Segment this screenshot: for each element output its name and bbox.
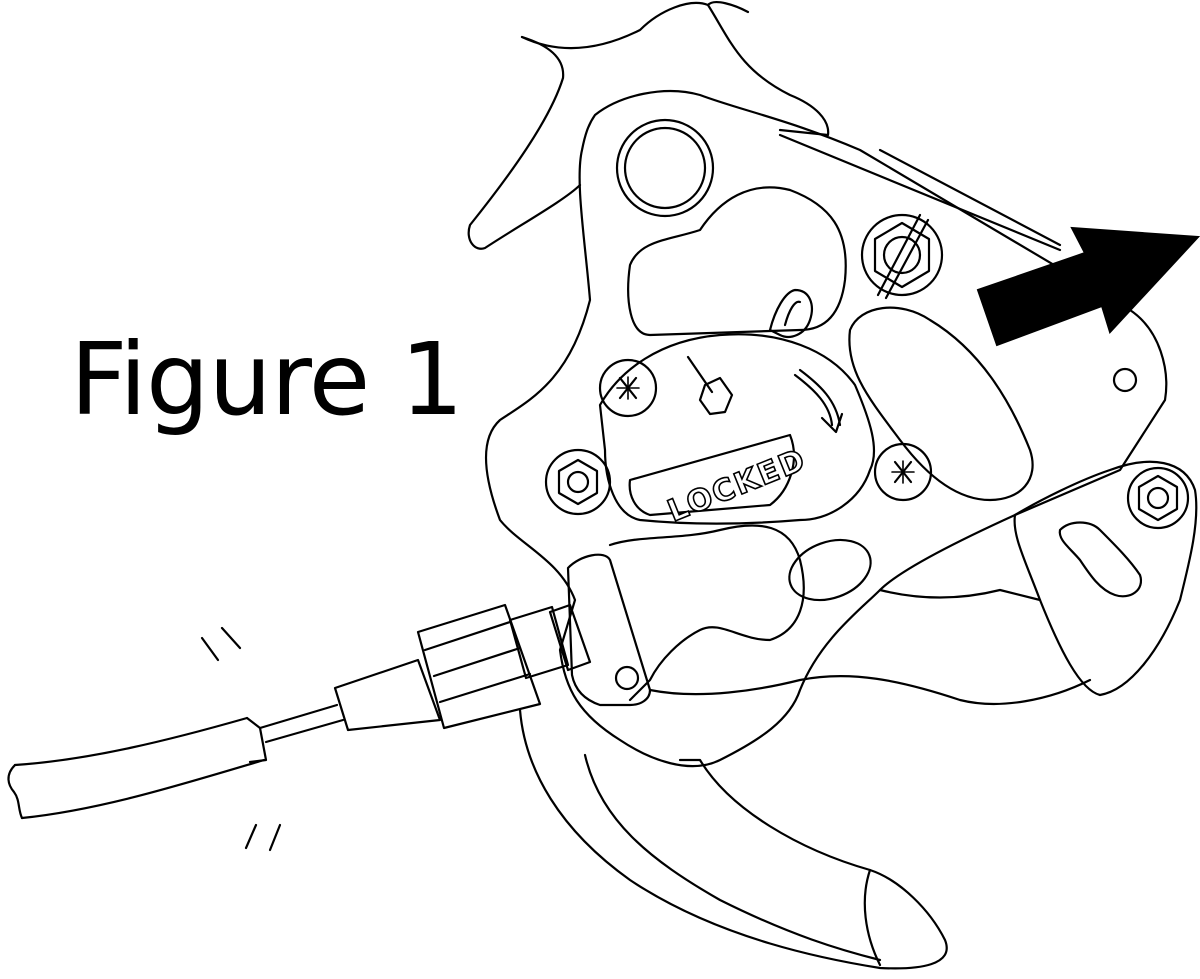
- cam-lever: [686, 288, 813, 416]
- upper-recess: [627, 186, 847, 337]
- brake-cable: [7, 703, 345, 820]
- lower-cam-profile: [608, 524, 805, 702]
- screw-right: [873, 442, 933, 502]
- side-plate: [1013, 460, 1198, 697]
- motion-marks: [200, 626, 282, 852]
- oval-slot: [788, 538, 872, 602]
- mounting-hole: [1112, 367, 1138, 393]
- direction-arrow: [976, 226, 1200, 347]
- hex-nut-left: [544, 448, 612, 516]
- cable-adjuster: [333, 603, 592, 732]
- right-recess: [848, 306, 1034, 502]
- main-plate: [484, 89, 1168, 768]
- pivot-boss: [615, 118, 715, 218]
- castle-nut: [860, 213, 944, 300]
- screw-left: [598, 358, 658, 418]
- upper-housing: [467, 1, 1062, 252]
- brake-lever: [518, 588, 1092, 970]
- rotation-arrow-icon: [793, 368, 844, 434]
- cable-bracket: [566, 553, 652, 707]
- figure-caption: Figure 1: [70, 321, 464, 438]
